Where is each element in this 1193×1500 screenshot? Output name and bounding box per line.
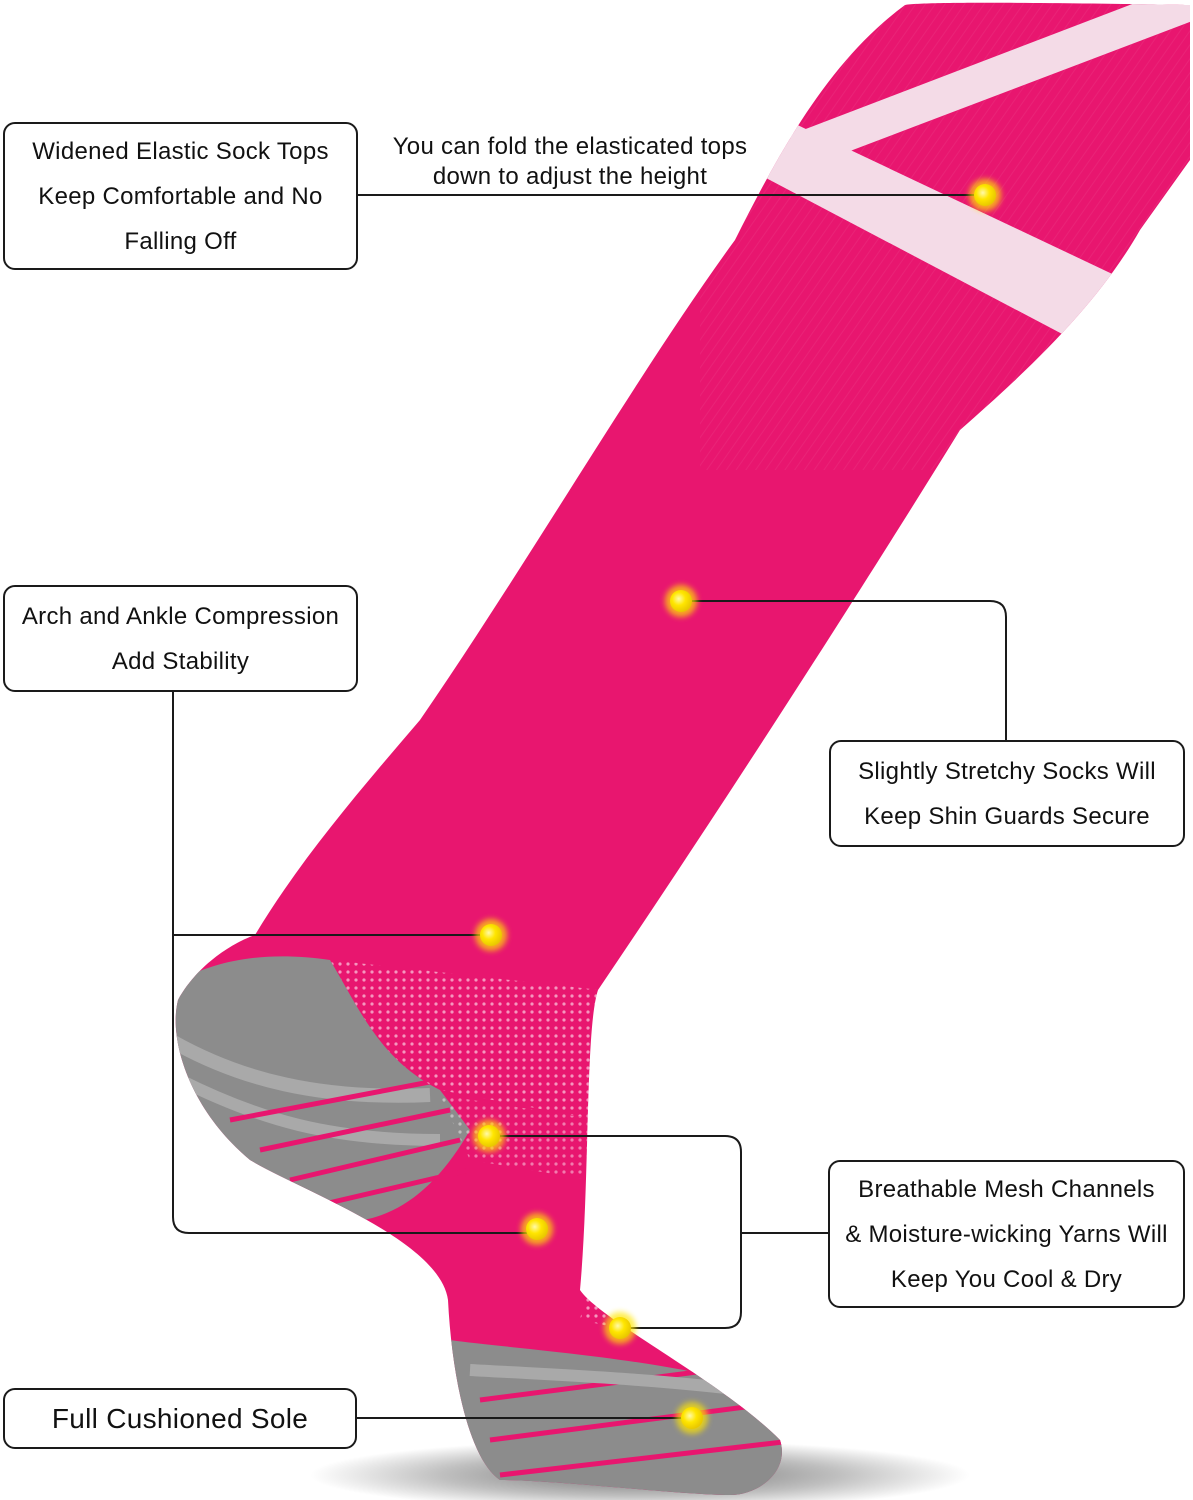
fold-note: You can fold the elasticated tops down t…	[370, 132, 770, 192]
feature-dot-icon	[475, 919, 507, 951]
callout-text: Widened Elastic Sock Tops	[32, 137, 329, 165]
callout-text: Breathable Mesh Channels	[858, 1175, 1155, 1203]
callout-cushioned-sole: Full Cushioned Sole	[3, 1388, 357, 1449]
callout-text: & Moisture-wicking Yarns Will	[845, 1220, 1168, 1248]
feature-dot-icon	[676, 1402, 708, 1434]
connector-mesh	[489, 1135, 829, 1329]
feature-dot-icon	[969, 179, 1001, 211]
arch-mesh-zone	[330, 960, 600, 1120]
callout-text: Falling Off	[124, 227, 237, 255]
connector-stretch	[681, 600, 1007, 741]
connector-arch	[172, 692, 537, 1234]
callout-text: Full Cushioned Sole	[51, 1403, 309, 1434]
feature-dots	[473, 179, 1001, 1434]
top-stripe-upper	[790, 2, 1190, 170]
connector-lines	[172, 194, 1007, 1419]
callout-text: Keep You Cool & Dry	[890, 1265, 1123, 1293]
callout-breathable-mesh: Breathable Mesh Channels & Moisture-wick…	[828, 1160, 1185, 1308]
callout-text: Add Stability	[111, 647, 250, 675]
callout-text: Keep Shin Guards Secure	[864, 802, 1150, 830]
note-text: You can fold the elasticated tops	[392, 133, 748, 160]
feature-dot-icon	[665, 585, 697, 617]
callout-text: Keep Comfortable and No	[38, 182, 323, 210]
callout-stretchy-socks: Slightly Stretchy Socks Will Keep Shin G…	[829, 740, 1185, 847]
feature-dot-icon	[521, 1213, 553, 1245]
top-stripe-lower	[746, 121, 1183, 381]
callout-text: Arch and Ankle Compression	[21, 602, 340, 630]
feature-dot-icon	[604, 1312, 636, 1344]
feature-dot-icon	[473, 1120, 505, 1152]
callout-arch-compression: Arch and Ankle Compression Add Stability	[3, 585, 358, 692]
note-text: down to adjust the height	[432, 163, 708, 190]
callout-text: Slightly Stretchy Socks Will	[858, 757, 1156, 785]
callout-sock-tops: Widened Elastic Sock Tops Keep Comfortab…	[3, 122, 358, 270]
